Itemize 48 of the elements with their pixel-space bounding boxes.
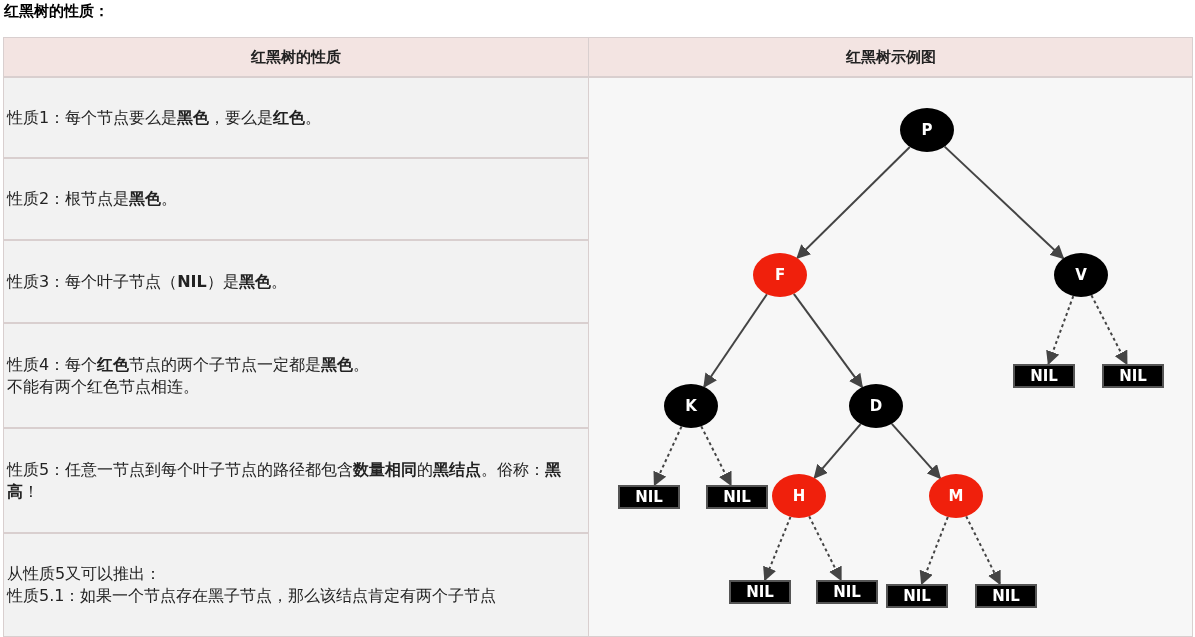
dashed-arrow (1090, 294, 1128, 366)
node-label: V (1075, 266, 1087, 284)
page-title: 红黑树的性质： (4, 2, 109, 21)
nil-leaf-box (706, 485, 768, 509)
property-text: 从性质5又可以推出： (6, 563, 163, 585)
arrow (890, 422, 942, 480)
dashed-arrow (965, 515, 1001, 586)
node-label: NIL (903, 587, 931, 605)
node-label: H (792, 487, 806, 505)
dashed-arrow (700, 425, 732, 487)
node-label: NIL (992, 587, 1020, 605)
nil-leaf-box (975, 584, 1037, 608)
node-label: NIL (746, 583, 774, 601)
property-text: 性质3：每个叶子节点（NIL）是黑色。 (5, 270, 288, 293)
node-label: NIL (1030, 367, 1058, 385)
node-label: D (869, 397, 883, 415)
node-label: NIL (635, 488, 663, 506)
nil-leaf-box (816, 580, 878, 604)
dashed-arrow (763, 515, 792, 582)
nil-leaf-box (618, 485, 680, 509)
node-label: NIL (833, 583, 861, 601)
dashed-arrow (919, 515, 949, 586)
nil-leaf-box (729, 580, 791, 604)
node-label: F (774, 266, 786, 284)
header-text: 红黑树的性质 (251, 47, 341, 67)
nil-leaf-box (1013, 364, 1075, 388)
header-text: 红黑树示例图 (845, 47, 936, 67)
nil-leaf-box (886, 584, 948, 608)
node-label: NIL (723, 488, 751, 506)
property-text: 性质4：每个红色节点的两个子节点一定都是黑色。 (5, 353, 371, 376)
property-text: 性质5：任意一节点到每个叶子节点的路径都包含数量相同的黑结点。俗称：黑高！ (5, 458, 563, 503)
property-text: 性质1：每个节点要么是黑色，要么是红色。 (5, 106, 323, 129)
node-label: P (921, 121, 933, 139)
property-text: 性质5.1：如果一个节点存在黑子节点，那么该结点肯定有两个子节点 (5, 585, 498, 607)
property-text: 不能有两个红色节点相连。 (6, 375, 200, 398)
node-label: M (948, 487, 964, 505)
arrow (813, 423, 862, 479)
arrow (943, 145, 1065, 260)
dashed-arrow (1046, 295, 1075, 366)
arrow (792, 292, 864, 389)
dashed-arrow (653, 425, 683, 487)
property-text: 性质2：根节点是黑色。 (5, 188, 179, 210)
node-label: K (685, 397, 697, 415)
dashed-arrow (808, 515, 842, 582)
nil-leaf-box (1102, 364, 1164, 388)
arrow (703, 293, 768, 388)
arrow (796, 145, 911, 260)
node-label: NIL (1119, 367, 1147, 385)
